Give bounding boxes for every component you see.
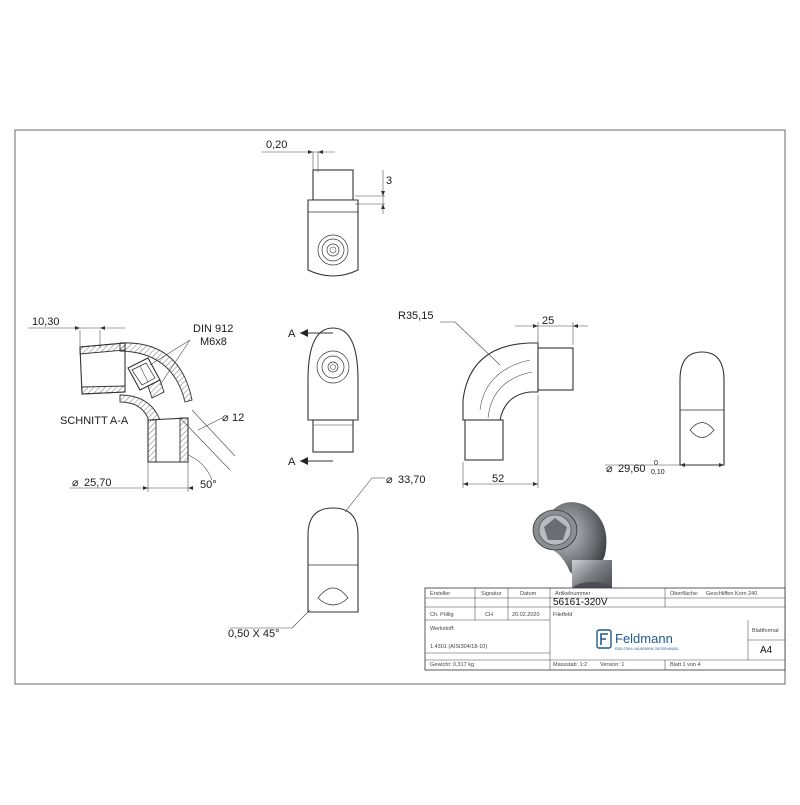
- tb-surface-value: Geschliffen Korn 240: [706, 591, 757, 597]
- tb-sheet: Blatt 1 von 4: [670, 662, 701, 668]
- dim-end-diameter-symbol: ⌀: [606, 463, 613, 475]
- bottom-view: ⌀ 33,70 0,50 X 45°: [228, 474, 426, 640]
- tb-date: 20.02.2020: [512, 612, 540, 618]
- dim-leg-length: 25: [542, 315, 554, 327]
- label-screw-size: M6x8: [200, 336, 227, 348]
- tb-article-number: 56161-320V: [553, 597, 608, 608]
- label-screw-standard: DIN 912: [193, 323, 233, 335]
- tb-signature-label: Signatur: [481, 591, 502, 597]
- dim-hole-angle: 50°: [200, 479, 217, 491]
- dim-overall-length: 52: [492, 473, 504, 485]
- tb-weight: Gewicht: 0,317 kg: [430, 662, 474, 668]
- tb-format-label: Blattformat: [752, 628, 779, 634]
- tb-creator: Ch. Pöllig: [430, 612, 454, 618]
- tb-material-label: Werkstoff:: [430, 626, 455, 632]
- tb-article-label: Artikelnummer: [555, 591, 591, 597]
- dim-hole-diameter-symbol: ⌀: [222, 412, 229, 424]
- feldmann-logo: Feldmann EDELSTAHL HALBFABRIK GROSSHANDE…: [596, 629, 679, 651]
- tb-signature: CH: [485, 612, 493, 618]
- tb-creator-label: Ersteller: [430, 591, 450, 597]
- top-view: 0,20 3: [262, 139, 392, 277]
- title-block: Ersteller Signatur Datum Artikelnummer O…: [424, 587, 786, 671]
- dim-top-offset: 0,20: [266, 139, 287, 151]
- section-label: SCHNITT A-A: [60, 415, 129, 427]
- tb-material-value: 1.4301 (AISI304/18-10): [430, 644, 487, 650]
- dim-outer-diameter-symbol: ⌀: [72, 477, 79, 489]
- side-view: R35,15 25 52: [398, 310, 588, 488]
- dim-hole-diameter: 12: [232, 412, 244, 424]
- section-view: 10,30 DIN 912 M6x8 SCHNITT A-A ⌀ 12 ⌀ 25…: [28, 316, 244, 492]
- dim-end-tol-lower: 0,10: [651, 469, 665, 476]
- tb-version: Version: 1: [600, 662, 624, 668]
- dim-section-wall: 10,30: [32, 316, 60, 328]
- sheet-border: [14, 129, 786, 685]
- end-view: ⌀ 29,60 0 0,10: [605, 351, 725, 476]
- tb-surface-label: Oberfläche:: [670, 591, 699, 597]
- dim-end-tol-upper: 0: [654, 460, 658, 467]
- section-mark-top: A: [288, 328, 296, 340]
- dim-top-depth: 3: [386, 175, 392, 187]
- dim-end-diameter: 29,60: [618, 463, 646, 475]
- dim-bend-radius: R35,15: [398, 310, 433, 322]
- dim-dome-diameter: 33,70: [398, 474, 426, 486]
- tb-scale: Massstab: 1:2: [553, 662, 587, 668]
- dim-chamfer: 0,50 X 45°: [228, 628, 280, 640]
- logo-tagline: EDELSTAHL HALBFABRIK GROSSHANDEL: [615, 647, 679, 651]
- dim-outer-diameter: 25,70: [84, 477, 112, 489]
- tb-date-label: Datum: [520, 591, 537, 597]
- front-view: A A: [288, 327, 359, 468]
- isometric-render: [532, 502, 612, 598]
- section-mark-bottom: A: [288, 456, 296, 468]
- tb-feldmann-label: Filetfeld: [553, 612, 572, 618]
- tb-format-value: A4: [760, 645, 773, 656]
- logo-text: Feldmann: [615, 631, 673, 646]
- dim-dome-diameter-symbol: ⌀: [386, 474, 393, 486]
